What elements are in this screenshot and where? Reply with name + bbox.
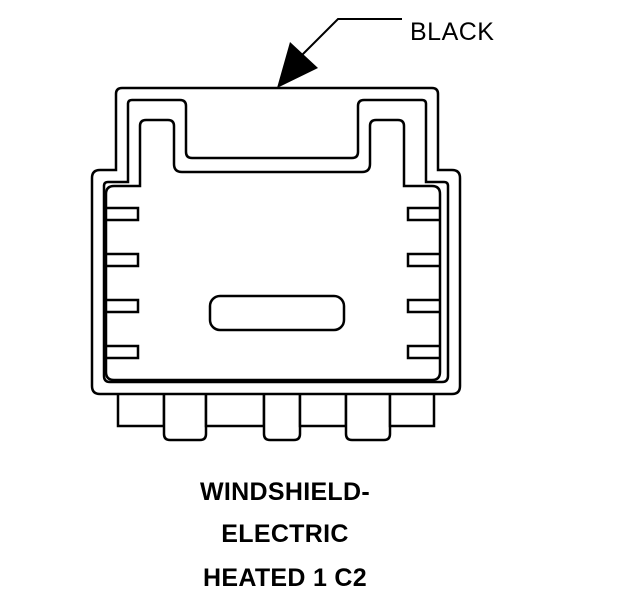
arrow-head-icon bbox=[277, 42, 318, 88]
connector-housing-inner bbox=[102, 98, 450, 384]
terminal-slot bbox=[208, 294, 346, 332]
terminal-tab bbox=[388, 392, 436, 428]
caption-line-1: WINDSHIELD- bbox=[200, 478, 370, 506]
terminal-tab bbox=[344, 392, 392, 442]
caption-line-3: HEATED 1 C2 bbox=[203, 564, 367, 592]
side-notch bbox=[406, 206, 440, 222]
leader-line bbox=[301, 18, 402, 56]
terminal-tab bbox=[116, 392, 166, 428]
connector-housing-outer bbox=[90, 86, 462, 396]
side-notch bbox=[106, 206, 140, 222]
left-notches bbox=[106, 206, 140, 360]
terminal-tab bbox=[162, 392, 208, 442]
connector-cavity-face bbox=[104, 118, 442, 382]
color-callout-label: BLACK bbox=[410, 18, 495, 46]
right-notches bbox=[406, 206, 440, 360]
side-notch bbox=[406, 344, 440, 360]
side-notch bbox=[406, 298, 440, 314]
side-notch bbox=[106, 252, 140, 268]
callout-leader bbox=[277, 18, 402, 88]
terminal-tab bbox=[262, 392, 302, 442]
terminal-tab bbox=[298, 392, 348, 428]
side-notch bbox=[406, 252, 440, 268]
side-notch bbox=[106, 298, 140, 314]
side-notch bbox=[106, 344, 140, 360]
caption-line-2: ELECTRIC bbox=[221, 520, 349, 548]
terminal-tab bbox=[204, 392, 266, 428]
terminal-tabs bbox=[116, 392, 436, 442]
